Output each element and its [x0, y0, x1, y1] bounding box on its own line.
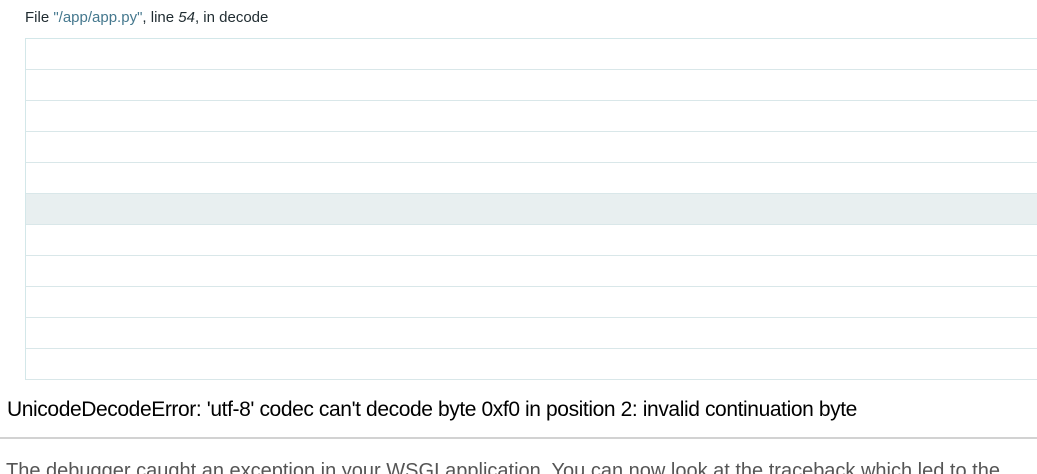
- frame-line-label: , line: [142, 9, 179, 26]
- source-code-line[interactable]: flash("no no no !!"): [26, 256, 1037, 287]
- frame-in-label: , in: [194, 9, 220, 26]
- source-code-line[interactable]: tmp = "结果 ： {0}".format(text_decode.deco…: [26, 194, 1037, 225]
- exception-message: UnicodeDecodeError: 'utf-8' codec can't …: [7, 398, 857, 421]
- frame-function-name: decode: [219, 9, 269, 26]
- section-divider: [0, 437, 1037, 439]
- source-code-line[interactable]: if request.values.get('text') :: [26, 101, 1037, 132]
- frame-header: File "/app/app.py", line 54, in decode: [25, 9, 268, 26]
- source-code-line[interactable]: text_decode = base64.b64decode(text.enco…: [26, 163, 1037, 194]
- source-code-line[interactable]: res = render_template_string(tmp): [26, 318, 1037, 349]
- source-code-line[interactable]: @app.route('/decode',methods=['POST','GE…: [26, 39, 1037, 70]
- frame-file-path: "/app/app.py": [53, 9, 143, 26]
- debugger-explanation: The debugger caught an exception in your…: [6, 460, 1000, 474]
- source-code-line[interactable]: return redirect(url_for('decode')): [26, 287, 1037, 318]
- source-code-line[interactable]: if waf(tmp) :: [26, 225, 1037, 256]
- source-code-line[interactable]: flash( res ): [26, 349, 1037, 380]
- frame-header-file-label: File: [25, 9, 54, 26]
- frame-line-number: 54: [178, 9, 195, 26]
- source-code-block: @app.route('/decode',methods=['POST','GE…: [25, 38, 1037, 380]
- source-code-line[interactable]: text = request.values.get("text"): [26, 132, 1037, 163]
- source-code-line[interactable]: def decode():: [26, 70, 1037, 101]
